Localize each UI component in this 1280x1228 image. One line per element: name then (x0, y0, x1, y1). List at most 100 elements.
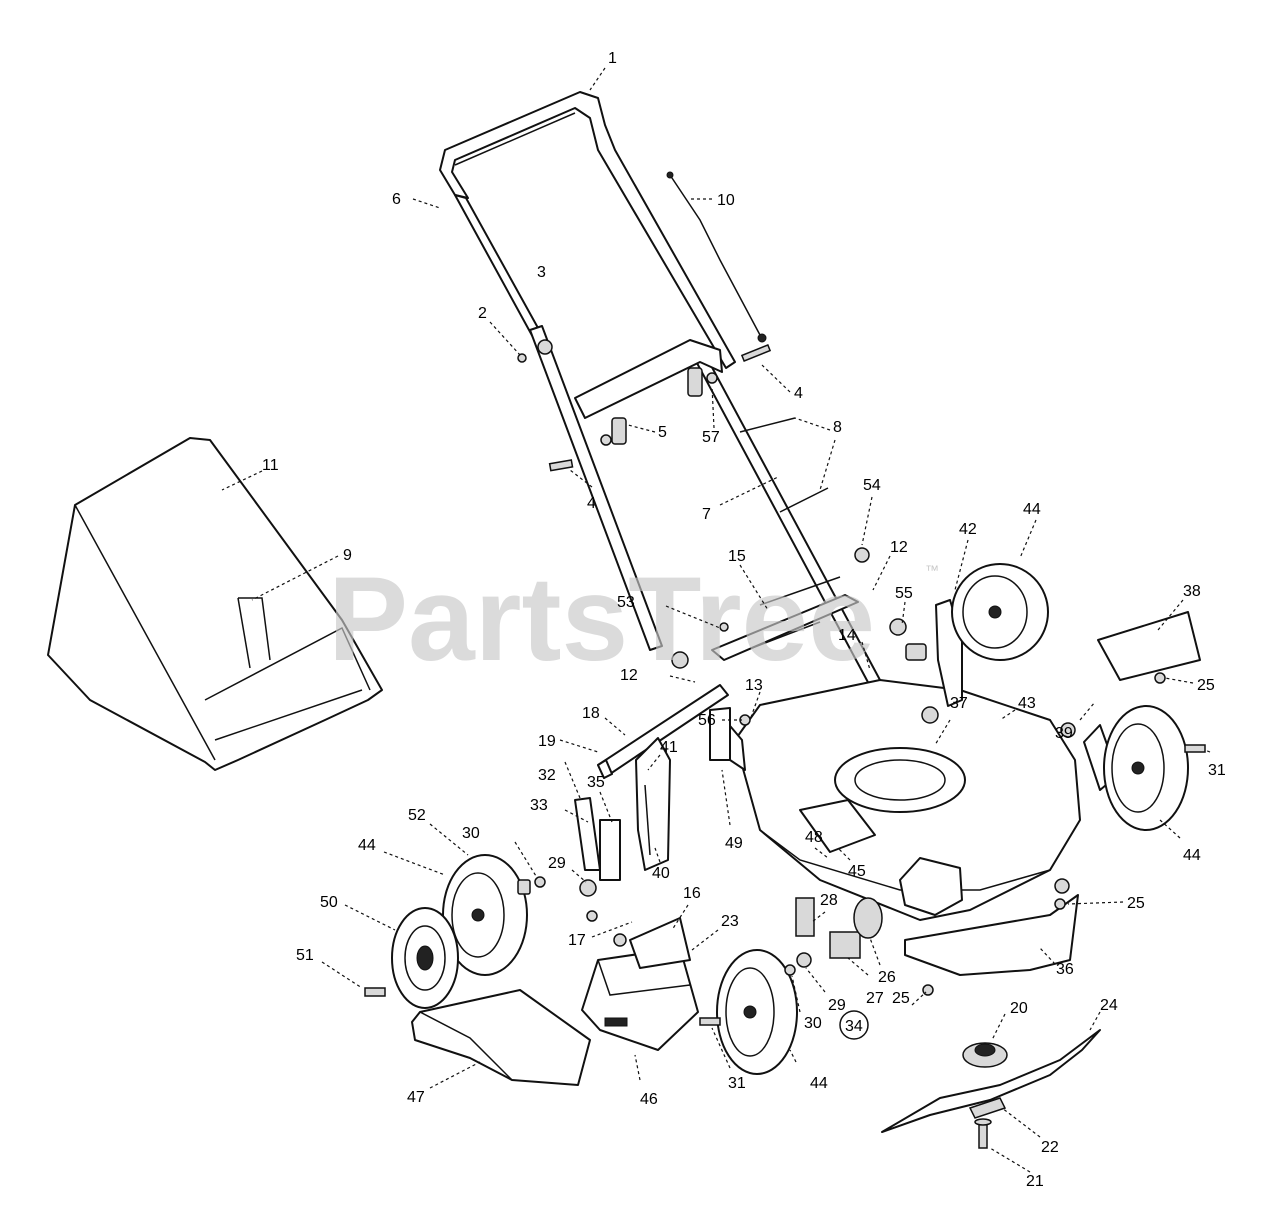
svg-text:32: 32 (538, 767, 556, 784)
svg-text:13: 13 (745, 677, 763, 694)
svg-text:51: 51 (296, 947, 314, 964)
svg-text:1: 1 (608, 50, 617, 67)
svg-text:24: 24 (1100, 997, 1118, 1014)
svg-text:15: 15 (728, 548, 746, 565)
watermark-trademark: ™ (925, 562, 939, 578)
svg-text:25: 25 (892, 990, 910, 1007)
svg-text:19: 19 (538, 733, 556, 750)
svg-text:2: 2 (478, 305, 487, 322)
callout-21: 21 (989, 1147, 1044, 1190)
upper-handle (439, 91, 736, 369)
wheel-rear-right (951, 563, 1049, 661)
svg-text:27: 27 (866, 990, 884, 1007)
callout-24: 24 (1089, 997, 1118, 1031)
svg-text:36: 36 (1056, 961, 1074, 978)
callout-26: 26 (869, 937, 896, 986)
callout-53: 53 (617, 594, 721, 629)
watermark-text: PartsTree (328, 552, 875, 686)
svg-text:5: 5 (658, 424, 667, 441)
callout-44d: 44 (789, 1049, 828, 1092)
svg-text:29: 29 (548, 855, 566, 872)
callout-7: 7 (702, 476, 779, 523)
svg-text:12: 12 (620, 667, 638, 684)
callout-49: 49 (721, 769, 743, 852)
rear-door (581, 947, 699, 1051)
callout-46: 46 (634, 1054, 658, 1108)
svg-text:30: 30 (804, 1015, 822, 1032)
callout-43: 43 (999, 695, 1036, 721)
svg-text:14: 14 (838, 627, 856, 644)
svg-text:47: 47 (407, 1089, 425, 1106)
callout-29b: 29 (805, 967, 846, 1014)
callout-30b: 30 (791, 975, 822, 1032)
svg-text:31: 31 (728, 1075, 746, 1092)
callout-12a: 12 (620, 667, 696, 684)
control-bar (711, 576, 859, 661)
blade-adapter (962, 1042, 1008, 1068)
callout-16: 16 (671, 885, 701, 931)
svg-text:33: 33 (530, 797, 548, 814)
callout-47: 47 (407, 1061, 481, 1106)
callout-13: 13 (745, 677, 763, 721)
callout-11: 11 (221, 457, 279, 491)
callout-51: 51 (296, 947, 363, 989)
wheel-front-right (1103, 705, 1189, 831)
wheel-front-left (716, 949, 798, 1075)
callout-3: 3 (537, 264, 546, 281)
svg-text:55: 55 (895, 585, 913, 602)
svg-text:54: 54 (863, 477, 881, 494)
callout-29a: 29 (548, 855, 587, 883)
callout-27: 27 (847, 957, 884, 1007)
callout-41: 41 (647, 739, 678, 771)
svg-text:46: 46 (640, 1091, 658, 1108)
svg-text:56: 56 (698, 712, 716, 729)
callout-56: 56 (698, 712, 742, 729)
callout-20: 20 (991, 1000, 1028, 1041)
svg-text:44: 44 (358, 837, 376, 854)
svg-text:31: 31 (1208, 762, 1226, 779)
svg-text:12: 12 (890, 539, 908, 556)
svg-text:16: 16 (683, 885, 701, 902)
callout-37: 37 (934, 695, 968, 746)
svg-text:44: 44 (1023, 501, 1041, 518)
svg-text:18: 18 (582, 705, 600, 722)
callout-18: 18 (582, 705, 626, 736)
svg-text:21: 21 (1026, 1173, 1044, 1190)
svg-text:9: 9 (343, 547, 352, 564)
svg-text:53: 53 (617, 594, 635, 611)
callout-39: 39 (1055, 701, 1096, 742)
callout-52: 52 (408, 807, 469, 856)
blade (881, 1029, 1101, 1133)
svg-text:40: 40 (652, 865, 670, 882)
svg-text:30: 30 (462, 825, 480, 842)
svg-text:49: 49 (725, 835, 743, 852)
callout-15: 15 (728, 548, 769, 611)
svg-text:38: 38 (1183, 583, 1201, 600)
svg-text:29: 29 (828, 997, 846, 1014)
callout-17: 17 (568, 921, 633, 949)
callout-57: 57 (702, 385, 720, 446)
svg-text:22: 22 (1041, 1139, 1059, 1156)
callout-54: 54 (861, 477, 881, 546)
callout-31b: 31 (1204, 749, 1226, 779)
svg-text:11: 11 (262, 457, 279, 474)
rear-axle-bar (597, 684, 729, 779)
callout-19: 19 (538, 733, 599, 753)
callout-48: 48 (805, 829, 829, 859)
callout-6: 6 (392, 191, 441, 209)
svg-text:57: 57 (702, 429, 720, 446)
svg-text:45: 45 (848, 863, 866, 880)
callout-5: 5 (627, 424, 667, 441)
callout-30a: 30 (462, 825, 537, 877)
callout-35: 35 (587, 774, 613, 823)
svg-text:34: 34 (845, 1018, 863, 1035)
callout-4b: 4 (569, 469, 596, 512)
small-hardware (364, 643, 1206, 1026)
callout-44c: 44 (358, 837, 446, 876)
callout-44b: 44 (1159, 819, 1201, 864)
callout-36: 36 (1039, 947, 1074, 978)
callout-33: 33 (530, 797, 589, 823)
svg-text:7: 7 (702, 506, 711, 523)
svg-text:17: 17 (568, 932, 586, 949)
callout-4a: 4 (761, 364, 803, 402)
